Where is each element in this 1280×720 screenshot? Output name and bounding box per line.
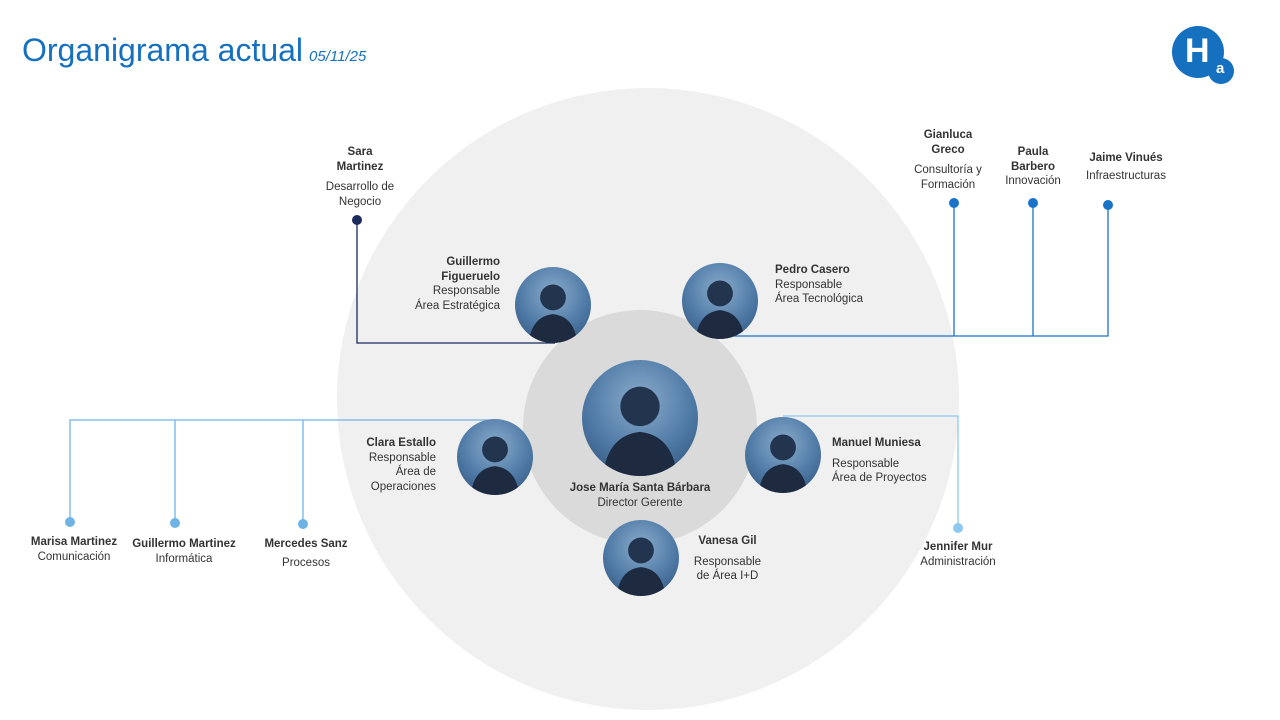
dot-mercedes [298, 519, 308, 529]
dot-guillermo-m [170, 518, 180, 528]
photo-manuel-muniesa [745, 417, 821, 493]
company-logo: H a [1172, 26, 1234, 84]
dot-paula [1028, 198, 1038, 208]
photo-pedro-casero [682, 263, 758, 339]
photo-guillermo-figueruelo [515, 267, 591, 343]
photo-director [582, 360, 698, 476]
page-title: Organigrama actual 05/11/25 [22, 32, 366, 69]
date: 05/11/25 [309, 48, 367, 65]
logo-subletter: a [1216, 60, 1225, 77]
photo-vanesa-gil [603, 520, 679, 596]
dot-jaime [1103, 200, 1113, 210]
line-proyectos [783, 415, 959, 528]
dot-gianluca [949, 198, 959, 208]
line-ops [69, 419, 495, 522]
photo-clara-estallo [457, 419, 533, 495]
dot-marisa [65, 517, 75, 527]
title-text: Organigrama actual [22, 32, 304, 68]
line-sara [356, 220, 555, 344]
dot-sara [352, 215, 362, 225]
dot-jennifer [953, 523, 963, 533]
logo-letter: H [1185, 32, 1210, 70]
line-tech [720, 205, 1109, 337]
